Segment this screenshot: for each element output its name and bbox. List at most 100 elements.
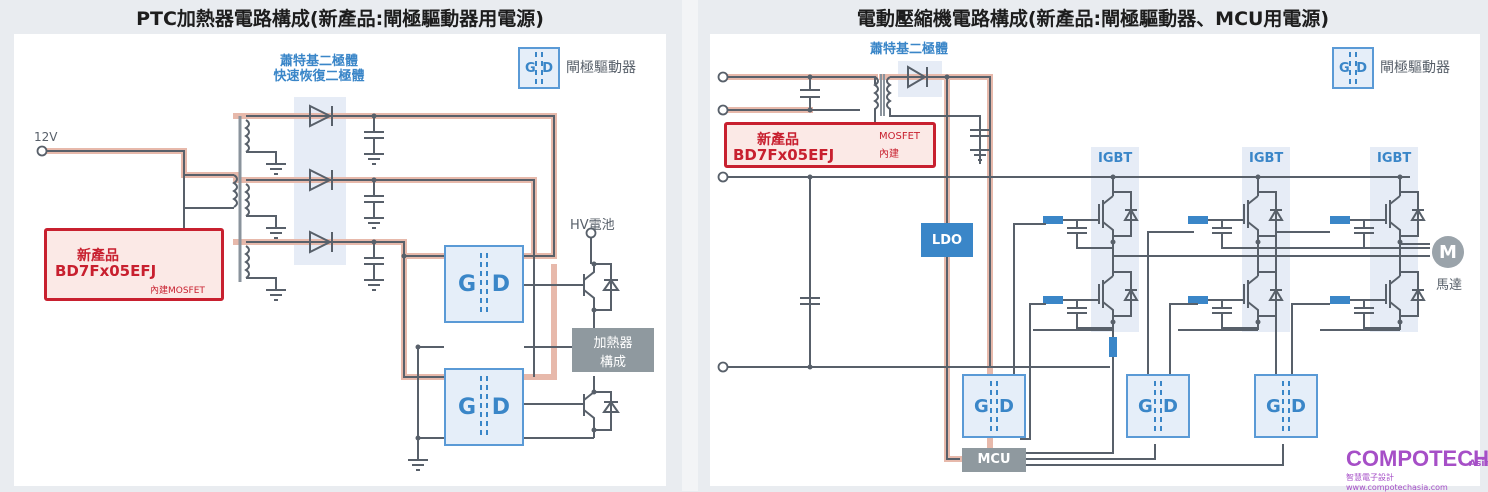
diode-label-line1: 蕭特基二極體	[279, 54, 358, 69]
ground-symbol	[408, 459, 428, 471]
gate-resistor	[1330, 216, 1350, 224]
ldo-block: LDO	[921, 223, 973, 257]
gate-resistor	[1188, 296, 1208, 304]
diode-label-line2: 快速恢復二極體	[273, 69, 365, 84]
watermark-brand: COMPOTECH	[1346, 446, 1488, 471]
secondary-windings	[244, 119, 277, 290]
ground-symbols	[266, 163, 286, 301]
right-circuit	[717, 65, 1430, 466]
gate-driver-3: G D	[1254, 374, 1318, 438]
input-label: 12V	[34, 130, 58, 144]
gate-capacitor	[1350, 299, 1400, 329]
isolation-barrier-icon	[1349, 52, 1357, 84]
motor-label: 馬達	[1436, 278, 1463, 293]
isolation-barrier-icon	[535, 52, 543, 84]
gate-driver-d: D	[491, 271, 510, 297]
new-product-label: 新產品	[77, 248, 119, 264]
igbt-label-3: IGBT	[1377, 151, 1412, 166]
mosfet-note-line2: 內建	[879, 149, 899, 160]
input-terminal-12v	[36, 145, 48, 157]
new-product-label: 新產品	[757, 132, 799, 148]
primary-coil	[232, 174, 238, 208]
hv-battery-label: HV電池	[570, 218, 615, 233]
junction-dot	[1110, 239, 1116, 245]
gate-driver-d: D	[491, 394, 510, 420]
heater-label-line2: 構成	[599, 355, 626, 370]
heater-label-line1: 加熱器	[593, 336, 633, 351]
diode-label: 蕭特基二極體	[870, 42, 949, 57]
mosfet-note-line1: MOSFET	[879, 131, 921, 142]
legend-text: 閘極驅動器	[1380, 60, 1450, 76]
igbt-leg-1	[1033, 174, 1139, 331]
panel-divider	[682, 0, 698, 491]
igbt-leg-3	[1320, 174, 1426, 331]
transformer-core	[880, 74, 885, 116]
gate-capacitor	[1350, 219, 1400, 249]
input-terminals	[717, 71, 729, 373]
legend-d: D	[542, 60, 553, 76]
gate-driver-g: G	[974, 395, 989, 417]
watermark-suffix: Asia	[1469, 459, 1488, 469]
igbt-label-1: IGBT	[1098, 151, 1133, 166]
legend-g: G	[1339, 60, 1350, 76]
part-number: BD7Fx05EFJ	[55, 262, 157, 280]
right-diagram-canvas: 蕭特基二極體 IGBT IGBT IGBT G D 閘極驅動器 新產品 BD7F…	[710, 34, 1488, 492]
diode-label: 蕭特基二極體 快速恢復二極體	[264, 54, 374, 84]
isolation-barrier-icon	[480, 252, 488, 316]
igbt-label-2: IGBT	[1249, 151, 1284, 166]
left-diagram-canvas: 蕭特基二極體 快速恢復二極體 12V G D 閘極驅動器 新產品 BD7Fx05…	[14, 34, 666, 486]
hv-battery-terminal	[585, 227, 597, 239]
gate-driver-d: D	[999, 395, 1014, 417]
gate-driver-g: G	[1266, 395, 1281, 417]
isolation-barrier-icon	[480, 375, 488, 439]
gate-driver-d: D	[1163, 395, 1178, 417]
gate-driver-g: G	[1138, 395, 1153, 417]
dc-link-capacitor	[800, 177, 820, 367]
gate-capacitor	[1208, 219, 1258, 249]
heater-block: 加熱器 構成	[572, 328, 654, 372]
junction-dot	[1255, 319, 1261, 325]
left-circuit	[36, 104, 620, 471]
gate-capacitor	[1063, 219, 1113, 249]
junction-dot	[1397, 319, 1403, 325]
legend-gate-driver-icon: G D	[1332, 47, 1374, 89]
schottky-diodes	[309, 104, 333, 254]
gate-driver-2: G D	[1126, 374, 1190, 438]
isolation-barrier-icon	[1282, 380, 1290, 432]
junction-dot	[1110, 319, 1116, 325]
junction-dot	[1255, 174, 1261, 180]
legend-d: D	[1356, 60, 1367, 76]
gate-capacitor	[1208, 299, 1258, 329]
legend-g: G	[525, 60, 536, 76]
schottky-diode	[907, 65, 928, 89]
junction-dot	[1397, 174, 1403, 180]
igbt-low-side	[583, 391, 620, 438]
gate-resistor	[1043, 216, 1063, 224]
isolation-barrier-icon	[990, 380, 998, 432]
right-panel-title: 電動壓縮機電路構成(新產品:閘極驅動器、MCU用電源)	[856, 8, 1330, 30]
isolation-barrier-icon	[1154, 380, 1162, 432]
mosfet-note: 內建MOSFET	[150, 286, 205, 296]
gate-driver-g: G	[458, 394, 477, 420]
gate-resistor	[1188, 216, 1208, 224]
legend-text: 閘極驅動器	[566, 60, 636, 76]
part-number: BD7Fx05EFJ	[733, 146, 835, 164]
gate-resistor	[1330, 296, 1350, 304]
new-product-box: 新產品 BD7Fx05EFJ 內建MOSFET	[44, 228, 224, 301]
output-capacitors	[364, 116, 384, 291]
gate-driver-d: D	[1291, 395, 1306, 417]
shunt-resistor	[1109, 337, 1117, 357]
junction-dot	[1110, 174, 1116, 180]
gate-resistor	[1043, 296, 1063, 304]
gate-driver-1: G D	[962, 374, 1026, 438]
motor-icon: M	[1432, 236, 1464, 268]
left-panel-title: PTC加熱器電路構成(新產品:閘極驅動器用電源)	[136, 8, 544, 30]
gate-driver-2: G D	[444, 368, 524, 446]
legend-gate-driver-icon: G D	[518, 47, 560, 89]
gate-driver-1: G D	[444, 245, 524, 323]
watermark-tagline: 智慧電子設計www.compotechasia.com	[1346, 473, 1448, 492]
igbt-high-side	[583, 263, 620, 311]
igbt-leg-2	[1178, 174, 1284, 331]
gate-driver-g: G	[458, 271, 477, 297]
primary-coil	[859, 76, 879, 144]
